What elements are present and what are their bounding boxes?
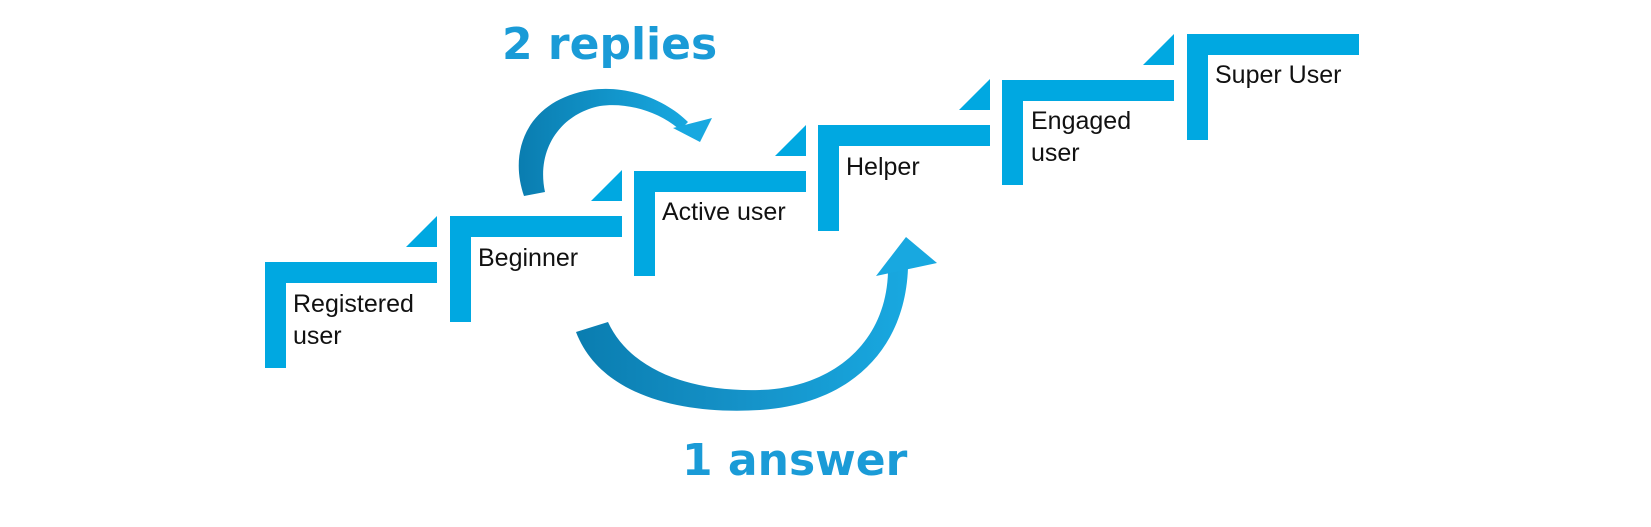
step-bracket-side: [634, 171, 655, 276]
step-label-line: Engaged: [1031, 107, 1132, 135]
step-corner-triangle: [406, 216, 437, 247]
step-bracket-side: [1187, 34, 1208, 140]
step-label-line: Registered: [293, 290, 414, 318]
step-0: [265, 216, 437, 368]
step-bracket-top: [1187, 34, 1359, 55]
step-label-line: user: [293, 322, 342, 350]
step-corner-triangle: [959, 79, 990, 110]
step-label-line: Beginner: [478, 244, 579, 272]
step-label-active-user: Active user: [662, 196, 786, 228]
step-label-line: Helper: [846, 153, 920, 181]
step-label-engaged-user: Engaged user: [1031, 105, 1131, 169]
step-label-helper: Helper: [846, 151, 920, 183]
step-3: [818, 79, 990, 231]
step-bracket-side: [1002, 80, 1023, 185]
step-4: [1002, 34, 1174, 185]
replies-arrow: [518, 88, 712, 196]
step-label-super-user: Super User: [1215, 59, 1341, 91]
replies-label: 2 replies: [502, 19, 718, 70]
step-bracket-top: [634, 171, 806, 192]
answer-arrow-head: [876, 237, 937, 276]
replies-arrow-head: [673, 118, 712, 142]
answer-arrow: [576, 237, 937, 411]
step-label-line: Active user: [662, 198, 786, 226]
step-bracket-side: [818, 125, 839, 231]
step-bracket-top: [450, 216, 622, 237]
answer-arrow-body: [576, 268, 908, 411]
step-1: [450, 170, 622, 322]
step-label-line: user: [1031, 139, 1080, 167]
step-corner-triangle: [591, 170, 622, 201]
step-bracket-side: [265, 262, 286, 368]
step-label-registered-user: Registered user: [293, 288, 414, 352]
step-2: [634, 125, 806, 276]
step-label-beginner: Beginner: [478, 242, 578, 274]
step-bracket-top: [265, 262, 437, 283]
step-corner-triangle: [775, 125, 806, 156]
step-bracket-top: [818, 125, 990, 146]
step-label-line: Super User: [1215, 61, 1342, 89]
answer-label: 1 answer: [682, 435, 908, 486]
step-bracket-side: [450, 216, 471, 322]
step-5: [1187, 34, 1359, 140]
step-corner-triangle: [1143, 34, 1174, 65]
replies-arrow-body: [518, 88, 688, 196]
step-bracket-top: [1002, 80, 1174, 101]
